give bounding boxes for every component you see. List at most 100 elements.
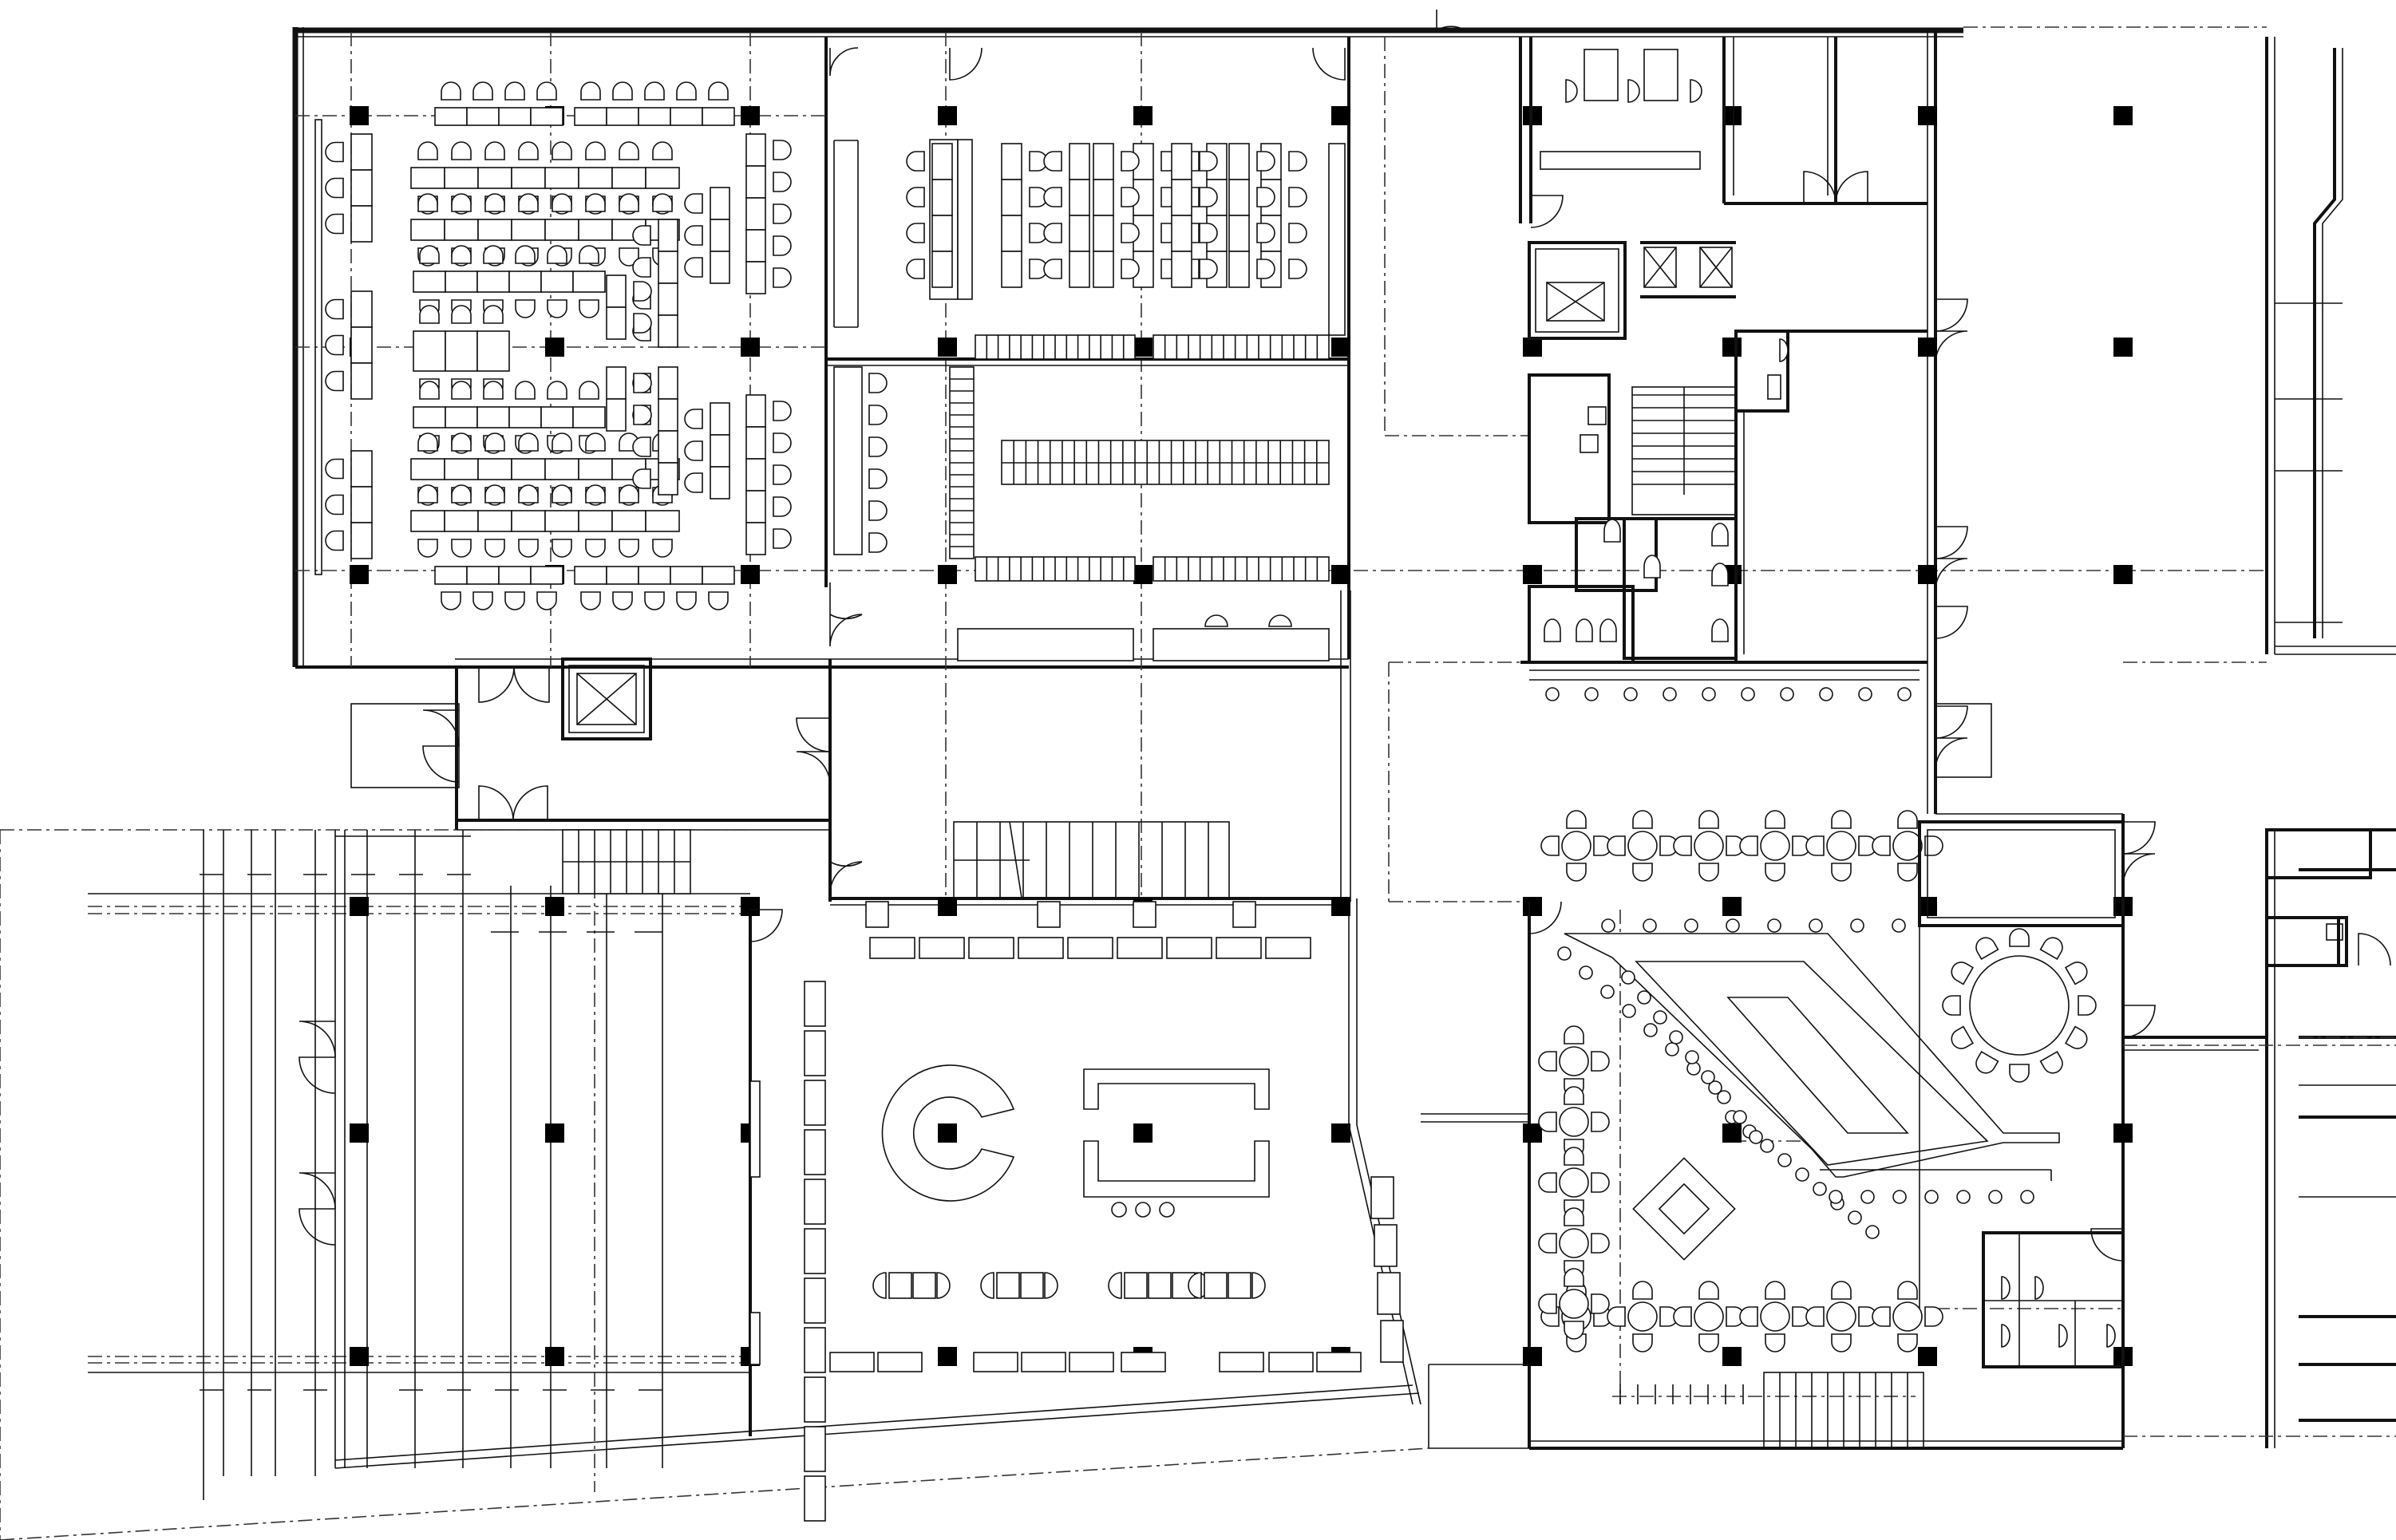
desk [572, 406, 606, 428]
desk [606, 398, 627, 432]
desk [702, 566, 735, 585]
stool [1924, 1190, 1939, 1204]
desk [745, 426, 766, 460]
cafe-table [1760, 1301, 1790, 1332]
desk [745, 261, 766, 294]
desk [477, 458, 512, 480]
chair [1975, 937, 1999, 961]
chair [472, 81, 493, 101]
desk [606, 274, 627, 308]
desk [745, 165, 766, 199]
desk [540, 406, 574, 428]
chair [552, 193, 572, 212]
chair [1739, 1306, 1758, 1327]
chair [483, 305, 504, 324]
west-door-icon[interactable] [299, 1021, 336, 1058]
chair [1673, 1306, 1692, 1327]
column [1918, 1347, 1937, 1366]
chair [684, 472, 703, 493]
chair [773, 203, 792, 224]
cafe-table [1561, 831, 1591, 861]
display-board [1166, 937, 1212, 959]
desk [410, 219, 445, 241]
chair [1288, 259, 1307, 279]
desk [658, 251, 678, 284]
stool [1795, 1167, 1809, 1182]
basin [1587, 406, 1607, 425]
cafe-table [1559, 1167, 1589, 1198]
desk [540, 270, 574, 293]
column [741, 897, 760, 916]
desk [606, 366, 627, 400]
chair [1698, 1333, 1719, 1352]
stool [1601, 918, 1615, 933]
column [350, 565, 369, 584]
display-board [804, 1129, 826, 1175]
display-board [804, 1179, 826, 1225]
chair [585, 193, 606, 212]
chair [1540, 835, 1560, 856]
desk [606, 566, 639, 585]
chair [1975, 1050, 1999, 1074]
exhibition-room [749, 901, 1404, 1522]
desk [606, 306, 627, 340]
display-board [1067, 937, 1113, 959]
chair [1564, 1147, 1584, 1166]
chair [676, 81, 697, 101]
chair [1121, 259, 1140, 279]
bookshelf [1153, 556, 1330, 582]
desk [466, 107, 500, 126]
chair [1256, 223, 1275, 243]
desk [710, 187, 730, 220]
stool [2020, 1190, 2034, 1204]
desk [508, 270, 542, 293]
display-board [1018, 937, 1064, 959]
desk [745, 133, 766, 167]
desk [350, 450, 373, 488]
desk [476, 330, 510, 372]
chair [1564, 1268, 1584, 1287]
chair [1765, 810, 1785, 829]
chair [325, 177, 344, 199]
chair [619, 193, 639, 212]
chair [652, 141, 673, 160]
desk [350, 362, 373, 400]
column [1523, 1123, 1542, 1143]
chair [472, 591, 493, 610]
desk [658, 398, 678, 432]
desk [350, 486, 373, 523]
desk [444, 458, 479, 480]
chair [547, 299, 567, 318]
sofa-arm [1251, 1272, 1266, 1299]
reading-desk [1171, 215, 1192, 252]
column [1918, 565, 1937, 584]
chair [419, 245, 440, 264]
reading-desk [1171, 251, 1192, 288]
office-workstations [314, 81, 792, 610]
cafe-table [1694, 831, 1724, 861]
reading-desk [1228, 143, 1250, 180]
sofa-arm [980, 1272, 994, 1299]
desk [658, 462, 678, 496]
desk [670, 107, 703, 126]
desk [710, 466, 730, 500]
chair [632, 257, 651, 278]
column [2113, 1123, 2133, 1143]
stool [1557, 946, 1572, 961]
chair [484, 539, 505, 558]
chair [1897, 810, 1918, 829]
desk [413, 330, 446, 372]
desk [702, 107, 735, 126]
chair [1739, 835, 1758, 856]
cafe-table [1892, 831, 1923, 861]
cafe-table [1627, 1301, 1658, 1332]
column [2113, 565, 2133, 584]
chair [585, 484, 606, 503]
library-door-icon[interactable] [829, 582, 863, 620]
display-board [1069, 1352, 1114, 1372]
stool [1653, 1010, 1667, 1025]
desk [658, 430, 678, 464]
chair [552, 141, 572, 160]
chair [1256, 187, 1275, 207]
